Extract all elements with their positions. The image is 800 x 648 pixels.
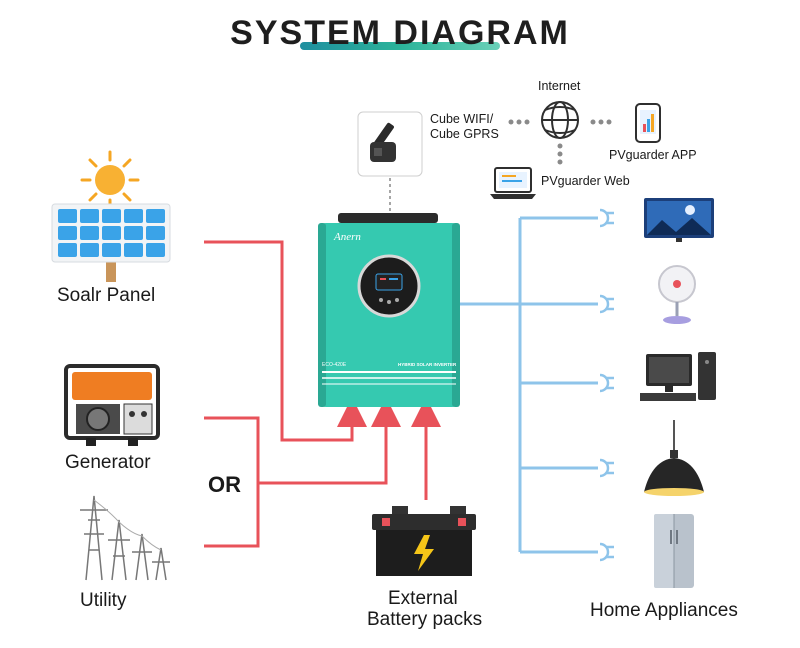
network-links <box>508 119 612 165</box>
solar-cell <box>146 209 165 223</box>
refrigerator-icon <box>654 514 694 588</box>
wifi-label-line2: Cube GPRS <box>430 127 499 141</box>
phone-icon <box>635 103 661 143</box>
utility-towers-icon <box>80 495 170 581</box>
grid-wire <box>258 397 401 485</box>
utility-label: Utility <box>80 590 127 611</box>
solar-cell <box>146 243 165 257</box>
app-label: PVguarder APP <box>609 148 697 162</box>
plug-icon <box>599 294 614 314</box>
plug-icon <box>599 542 614 562</box>
wifi-dongle-icon <box>357 111 423 177</box>
plug-icon <box>599 373 614 393</box>
plug-icon <box>599 208 614 228</box>
solar-cell <box>146 226 165 240</box>
solar-cell <box>80 226 99 240</box>
pendant-lamp-icon <box>644 420 704 496</box>
solar-cell <box>102 209 121 223</box>
internet-label: Internet <box>538 79 581 93</box>
tv-icon <box>644 198 714 242</box>
inverter-product: HYBRID SOLAR INVERTER <box>398 362 457 367</box>
inverter-model: ECO-420E <box>322 362 347 368</box>
solar-cell <box>124 243 143 257</box>
solar-cell <box>102 243 121 257</box>
globe-icon <box>541 101 579 139</box>
solar-panel-icon <box>51 203 171 282</box>
solar-cell <box>124 209 143 223</box>
solar-cell <box>80 243 99 257</box>
fan-icon <box>658 265 696 324</box>
solar-cell <box>58 226 77 240</box>
inverter-brand: Anern <box>333 231 361 243</box>
battery-icon <box>372 506 476 576</box>
battery-label-line1: External <box>388 588 458 609</box>
home-appliances-label: Home Appliances <box>590 600 738 621</box>
battery-label-line2: Battery packs <box>367 609 483 630</box>
solar-panel-label: Soalr Panel <box>57 285 156 306</box>
web-label: PVguarder Web <box>541 174 630 188</box>
solar-wire <box>204 240 367 442</box>
solar-cell <box>102 226 121 240</box>
title-underline <box>300 42 500 50</box>
diagram-title: SYSTEM DIAGRAM <box>230 14 570 52</box>
or-label: OR <box>208 472 241 497</box>
laptop-icon <box>490 167 536 199</box>
inverter-unit: Anern ECO-420E HYBRID SOLAR INVERTER <box>318 213 460 407</box>
solar-cell <box>124 226 143 240</box>
wifi-label-line1: Cube WIFI/ <box>430 112 494 126</box>
generator-icon <box>64 364 160 446</box>
plug-icon <box>599 458 614 478</box>
generator-label: Generator <box>65 452 151 473</box>
plug-icons <box>599 208 614 562</box>
source-wires <box>204 240 441 548</box>
solar-cell <box>58 243 77 257</box>
computer-icon <box>640 352 716 401</box>
solar-cell <box>58 209 77 223</box>
sun-icon <box>80 150 140 210</box>
solar-cell <box>80 209 99 223</box>
load-wires <box>460 216 598 554</box>
